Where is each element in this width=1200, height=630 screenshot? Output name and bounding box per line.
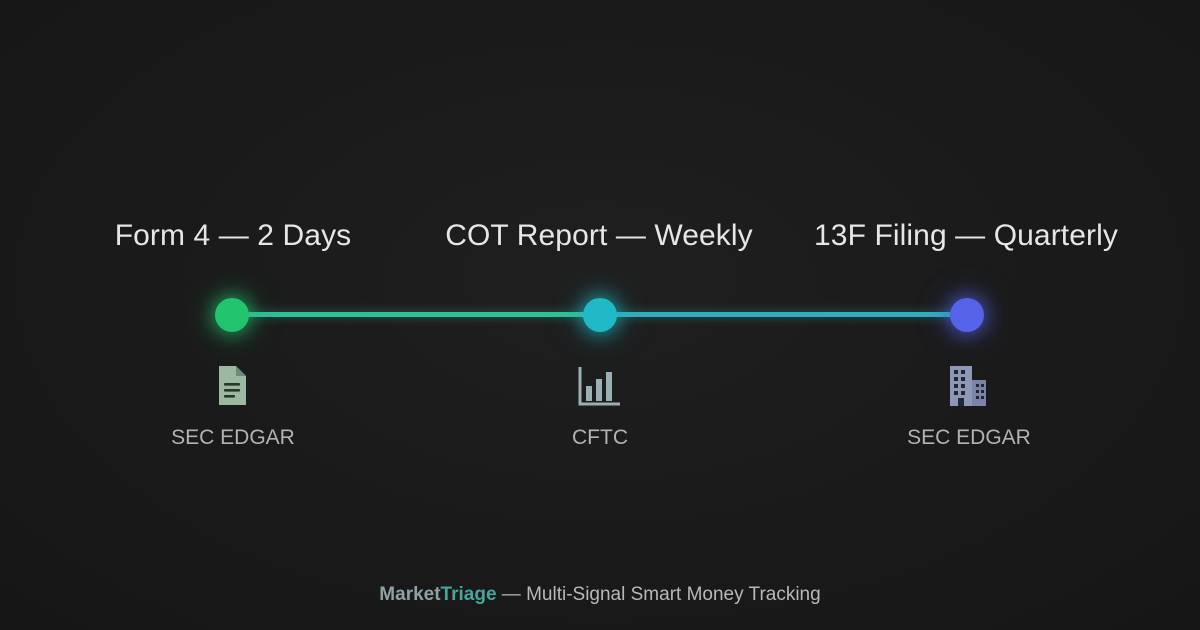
footer-tagline: MarketTriage — Multi-Signal Smart Money … (0, 582, 1200, 608)
connector-line-2 (599, 312, 967, 317)
connector-line-1 (232, 312, 601, 317)
source-label-cftc: CFTC (572, 426, 628, 449)
timeline-node-form-4 (215, 298, 249, 332)
stage-title-form-4: Form 4 — 2 Days (114, 219, 352, 252)
stage-title-13f-filing: 13F Filing — Quarterly (814, 219, 1118, 252)
timeline-node-cot-report (583, 298, 617, 332)
tagline-text: — Multi-Signal Smart Money Tracking (496, 584, 821, 605)
source-label-sec-edgar: SEC EDGAR (171, 426, 295, 449)
document-icon (209, 364, 255, 408)
brand-logo-triage: Triage (440, 584, 497, 605)
source-label-sec-edgar-2: SEC EDGAR (907, 426, 1031, 449)
bar-chart-icon (577, 364, 623, 408)
building-icon (945, 364, 991, 408)
stage-title-cot-report: COT Report — Weekly (445, 219, 753, 252)
timeline-node-13f-filing (950, 298, 984, 332)
brand-logo-market: Market (379, 584, 441, 605)
